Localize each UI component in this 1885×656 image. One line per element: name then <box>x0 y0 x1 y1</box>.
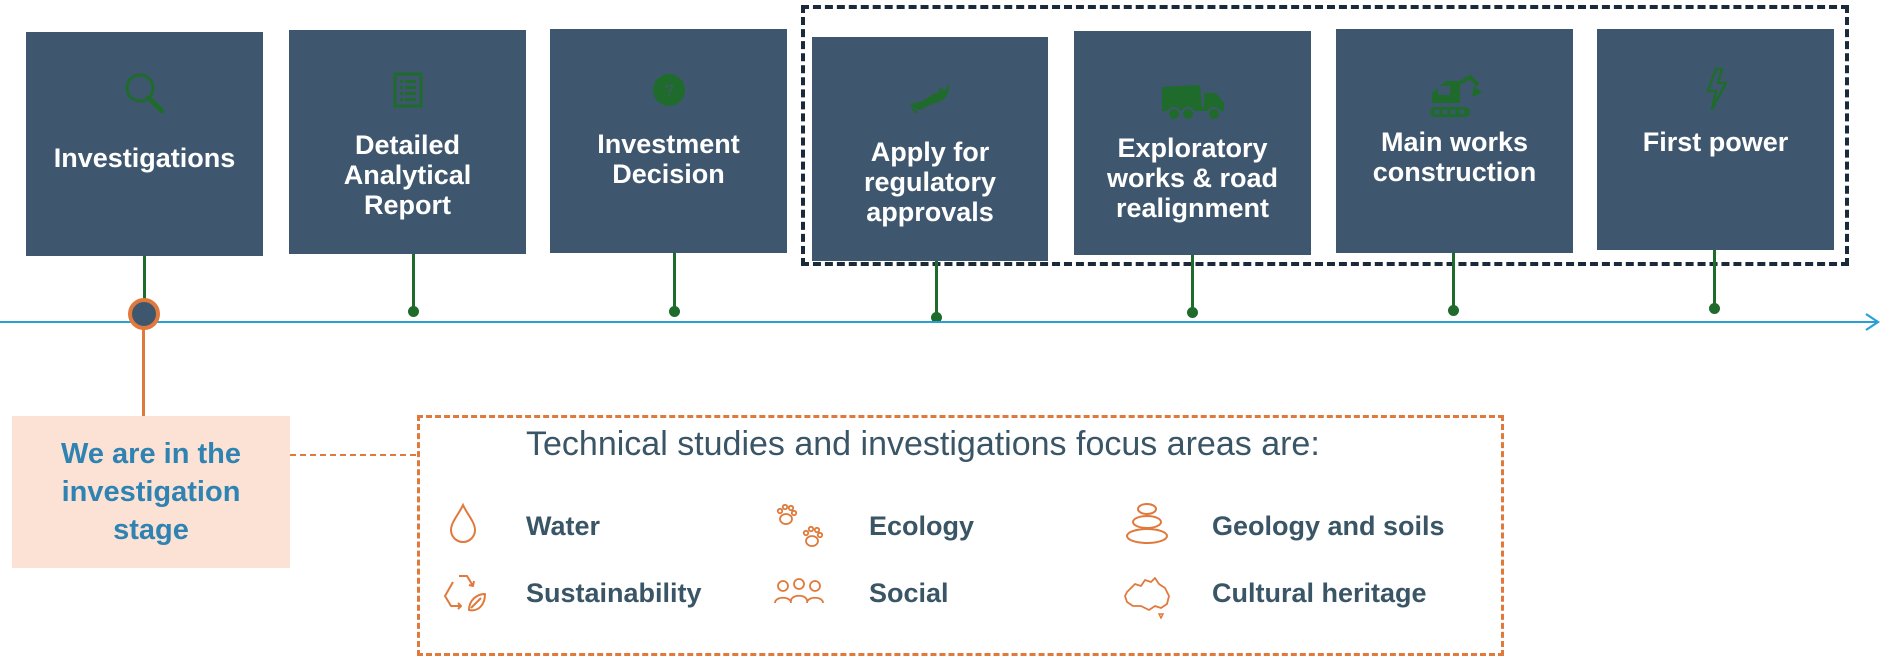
focus-item-geology-soils: Geology and soils <box>1212 511 1445 541</box>
stacked-stones-icon <box>1126 503 1168 544</box>
platypus-icon <box>910 83 950 113</box>
stage-exploratory-works: Exploratory works & road realignment <box>1074 31 1311 255</box>
stage-main-works-construction: Main works construction <box>1336 29 1573 253</box>
stage-connector <box>1452 252 1455 311</box>
stage-first-power: First power <box>1597 29 1834 250</box>
timeline-axis <box>0 321 1876 323</box>
focus-item-social: Social <box>869 578 949 608</box>
approval-stages-group <box>801 5 1849 266</box>
stage-label: Apply for regulatory approvals <box>863 137 997 227</box>
recycle-leaf-icon <box>444 575 486 612</box>
stage-investigations: Investigations <box>26 32 263 256</box>
stage-connector <box>412 253 415 311</box>
focus-areas-title: Technical studies and investigations foc… <box>526 425 1320 463</box>
stage-dot <box>669 306 680 317</box>
focus-item-ecology: Ecology <box>869 511 975 541</box>
current-stage-marker <box>128 298 160 330</box>
stage-label: Investigations <box>53 143 236 173</box>
focus-item-sustainability: Sustainability <box>526 578 702 608</box>
water-drop-icon <box>449 502 477 543</box>
stage-connector <box>673 253 676 311</box>
timeline-arrowhead-icon <box>1865 313 1880 331</box>
document-list-icon <box>393 72 422 108</box>
stage-dot <box>1448 305 1459 316</box>
stage-label: Investment Decision <box>597 129 740 189</box>
lightning-bolt-icon <box>1706 67 1727 111</box>
stage-detailed-analytical-report: Detailed Analytical Report <box>289 30 526 254</box>
stage-dot <box>931 312 942 323</box>
magnifier-icon <box>125 73 164 114</box>
stage-label: Exploratory works & road realignment <box>1106 133 1279 223</box>
focus-item-cultural-heritage: Cultural heritage <box>1212 578 1427 608</box>
question-circle-icon: ? <box>652 74 685 106</box>
australia-map-icon <box>1124 577 1170 620</box>
svg-text:?: ? <box>664 81 673 100</box>
stage-investment-decision: ? Investment Decision <box>550 29 787 253</box>
callout-text: We are in the investigation stage <box>61 438 241 546</box>
stage-connector <box>1191 254 1194 312</box>
excavator-icon <box>1429 74 1482 117</box>
stage-label: Main works construction <box>1372 127 1537 187</box>
stage-connector <box>935 260 938 317</box>
stage-connector <box>143 256 146 308</box>
stage-label: First power <box>1642 127 1789 157</box>
paw-prints-icon <box>776 503 824 547</box>
people-group-icon <box>774 578 824 604</box>
stage-label: Detailed Analytical Report <box>343 130 472 220</box>
current-stage-callout: We are in the investigation stage <box>12 416 290 568</box>
focus-areas-box <box>417 415 1504 656</box>
stage-dot <box>408 306 419 317</box>
stage-apply-regulatory-approvals: Apply for regulatory approvals <box>812 37 1048 261</box>
focus-item-water: Water <box>526 511 601 541</box>
callout-connector <box>290 454 416 456</box>
stage-dot <box>1709 303 1720 314</box>
current-stage-pointer <box>142 318 145 416</box>
stage-connector <box>1713 250 1716 308</box>
dump-truck-icon <box>1161 85 1224 121</box>
stage-dot <box>1187 307 1198 318</box>
